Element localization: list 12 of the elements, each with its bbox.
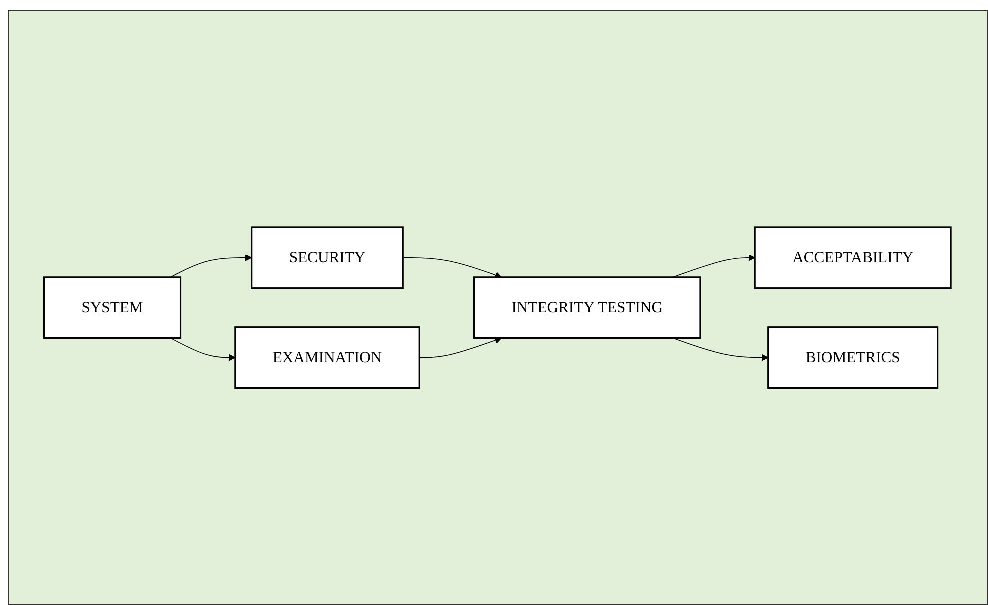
node-box: EXAMINATION — [234, 326, 421, 389]
node-box: ACCEPTABILITY — [754, 226, 952, 289]
node-box: INTEGRITY TESTING — [474, 276, 702, 339]
node-box: BIOMETRICS — [768, 326, 939, 389]
arrow — [170, 338, 236, 361]
arrow — [420, 336, 502, 358]
node-box: SECURITY — [251, 226, 404, 289]
arrow — [403, 257, 502, 278]
arrow — [170, 254, 253, 278]
node-box: SYSTEM — [44, 276, 182, 339]
arrow — [672, 338, 769, 361]
arrow — [672, 254, 756, 278]
